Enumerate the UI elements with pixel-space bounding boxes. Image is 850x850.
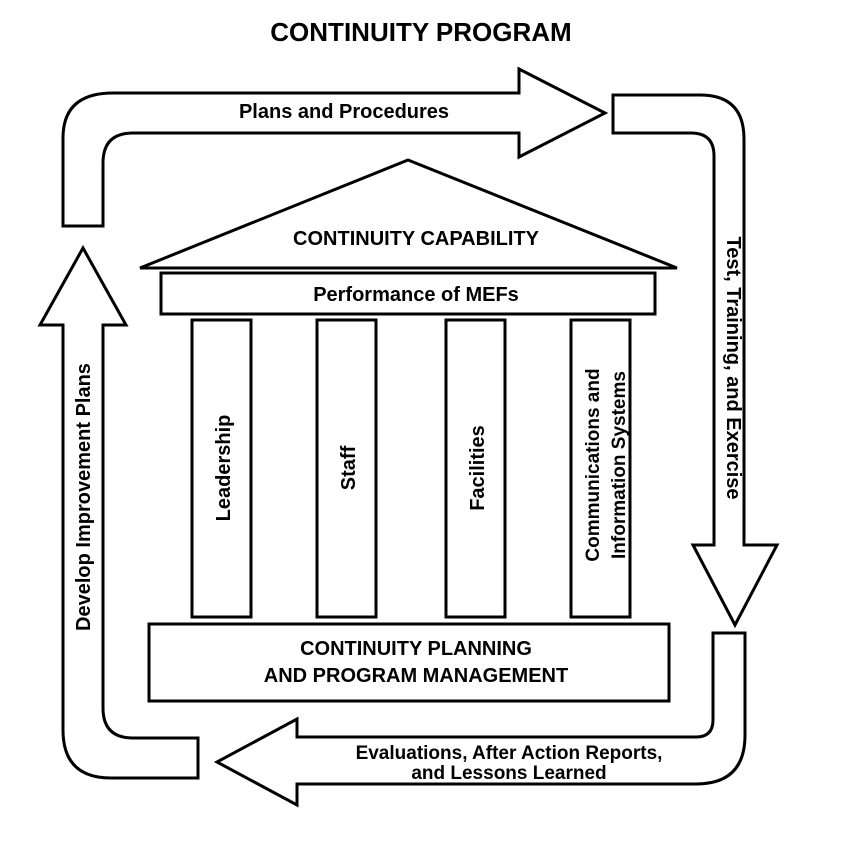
base	[147, 622, 671, 703]
test-training-exercise-arrow	[611, 93, 780, 629]
pillar-leadership	[190, 318, 253, 619]
pillar-communications-label-line1: Communications and	[583, 368, 604, 561]
test-training-exercise-label: Test, Training, and Exercise	[722, 236, 744, 499]
pillar-communications-label-line2: Information Systems	[609, 371, 630, 559]
beam-label: Performance of MEFs	[313, 284, 519, 306]
pillar-staff-label: Staff	[338, 445, 360, 490]
pillar-facilities-label: Facilities	[467, 425, 489, 511]
pillar-facilities	[444, 318, 507, 619]
plans-procedures-label: Plans and Procedures	[239, 101, 449, 123]
pillar-leadership-label: Leadership	[213, 415, 235, 522]
base-label-line1: CONTINUITY PLANNING	[300, 638, 532, 660]
pillar-communications	[569, 318, 632, 619]
develop-improvement-plans-label: Develop Improvement Plans	[73, 363, 95, 631]
diagram-title: CONTINUITY PROGRAM	[270, 17, 571, 47]
develop-improvement-plans-arrow	[37, 244, 200, 780]
evaluations-label-line1: Evaluations, After Action Reports,	[356, 743, 663, 764]
plans-procedures-arrow	[61, 66, 609, 228]
pillar-staff	[315, 318, 378, 619]
roof	[139, 158, 678, 270]
beam	[159, 271, 657, 316]
evaluations-label-line2: and Lessons Learned	[411, 763, 606, 784]
evaluations-arrow	[213, 631, 747, 808]
roof-label: CONTINUITY CAPABILITY	[293, 228, 540, 250]
base-label-line2: AND PROGRAM MANAGEMENT	[264, 665, 568, 687]
